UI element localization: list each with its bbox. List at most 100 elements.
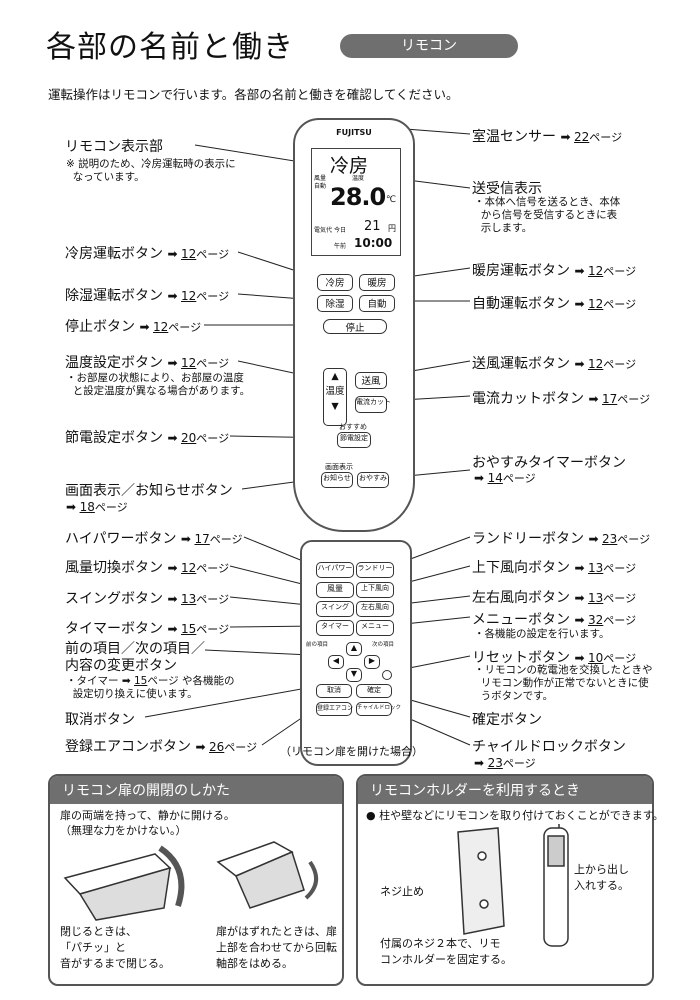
label-cancel-button: 取消ボタン	[65, 712, 135, 728]
label-cool-button: 冷房運転ボタン ➡ 12ページ	[65, 246, 230, 262]
label-sleep-button: おやすみタイマーボタン	[472, 455, 626, 471]
label-stop-button: 停止ボタン ➡ 12ページ	[65, 319, 202, 335]
remote-display: 冷房 風量自動 温度 28.0 ℃ 電気代 今日 21 円 午前 10:00	[311, 148, 401, 256]
label-confirm-button: 確定ボタン	[472, 712, 542, 728]
label-heat-button: 暖房運転ボタン ➡ 12ページ	[472, 263, 637, 279]
reset-button[interactable]	[382, 670, 392, 680]
note-item-buttons: ・タイマー ➡ 15ページ や各機能の 設定切り換えに使います。	[66, 675, 235, 700]
section-badge: リモコン	[340, 34, 518, 58]
display-small: 風量自動	[314, 175, 327, 190]
cancel-button[interactable]: 取消	[316, 684, 352, 698]
left-arrow-icon[interactable]: ◀	[328, 655, 344, 669]
display-mode: 冷房	[330, 155, 369, 177]
laundry-button[interactable]: ランドリー	[356, 562, 394, 578]
label-childlock-button: チャイルドロックボタン	[472, 739, 626, 755]
menu-button[interactable]: メニュー	[356, 620, 394, 636]
door-open-text: 扉の両端を持って、静かに開ける。（無理な力をかけない。）	[60, 809, 235, 837]
label-current-button: 電流カットボタン ➡ 17ページ	[472, 391, 651, 407]
notice-button[interactable]: お知らせ	[321, 472, 353, 488]
door-off-text: 扉がはずれたときは、扉上部を合わせてから回転軸部をはめる。	[216, 925, 337, 970]
display-set-label: 温度	[352, 175, 365, 182]
intro-text: 運転操作はリモコンで行います。各部の名前と働きを確認してください。	[48, 87, 459, 102]
bullet-icon: ●	[366, 809, 376, 822]
remote-in-holder-illustration	[543, 824, 569, 947]
holder-take-text: 上から出し入れする。	[574, 863, 629, 892]
dry-button[interactable]: 除湿	[317, 295, 353, 312]
cool-button[interactable]: 冷房	[317, 274, 353, 291]
display-power-label: 電気代 今日	[314, 227, 346, 234]
label-reset-button: リセットボタン ➡ 10ページ	[472, 650, 637, 666]
label-horizontal-button: 左右風向ボタン ➡ 13ページ	[472, 590, 637, 606]
display-power-value: 21	[364, 219, 381, 234]
vertical-direction-button[interactable]: 上下風向	[356, 582, 394, 598]
label-eco-button: 節電設定ボタン ➡ 20ページ	[65, 430, 230, 446]
label-menu-button: メニューボタン ➡ 32ページ	[472, 612, 637, 628]
display-temperature: 28.0	[330, 183, 386, 211]
fanspeed-button[interactable]: 風量	[316, 582, 354, 598]
remote-door-illustration-open	[63, 845, 185, 921]
holder-intro-text: ● 柱や壁などにリモコンを取り付けておくことができます。	[366, 809, 664, 822]
current-cut-button[interactable]: 電流カット	[355, 396, 391, 413]
auto-button[interactable]: 自動	[359, 295, 395, 312]
door-panel: リモコン扉の開閉のしかた 扉の両端を持って、静かに開ける。（無理な力をかけない。…	[48, 774, 344, 986]
down-arrow-icon[interactable]: ▼	[346, 668, 362, 682]
next-item-label: 次の項目	[372, 642, 395, 648]
ref-notice-button: ➡ 18ページ	[66, 500, 128, 514]
label-swing-button: スイングボタン ➡ 13ページ	[65, 591, 230, 607]
recommend-label: おすすめ	[339, 423, 367, 431]
note-reset-button: ・リモコンの乾電池を交換したときや リモコン動作が正常でないときに使 うボタンで…	[474, 664, 653, 702]
note-display-part: ※ 説明のため、冷房運転時の表示に なっています。	[66, 158, 236, 183]
register-button[interactable]: 登録エアコン	[316, 702, 353, 716]
display-unit: ℃	[386, 195, 397, 205]
label-item-buttons: 前の項目／次の項目／内容の変更ボタン	[65, 641, 205, 674]
label-laundry-button: ランドリーボタン ➡ 23ページ	[472, 531, 651, 547]
label-fanspeed-button: 風量切換ボタン ➡ 12ページ	[65, 560, 230, 576]
prev-item-label: 前の項目	[306, 642, 329, 648]
display-yen: 円	[388, 224, 396, 233]
note-temp-button: ・お部屋の状態により、お部屋の温度 と設定温度が異なる場合があります。	[66, 372, 251, 397]
temp-label: 温度	[325, 386, 345, 397]
label-temp-button: 温度設定ボタン ➡ 12ページ	[65, 355, 230, 371]
horizontal-direction-button[interactable]: 左右風向	[356, 601, 394, 617]
display-clock: 10:00	[354, 236, 393, 250]
remote-open-panel: ハイパワー ランドリー 風量 上下風向 スイング 左右風向 タイマー メニュー …	[300, 540, 412, 766]
door-panel-title: リモコン扉の開閉のしかた	[50, 776, 342, 804]
fan-button[interactable]: 送風	[355, 372, 387, 389]
label-auto-button: 自動運転ボタン ➡ 12ページ	[472, 296, 637, 312]
childlock-button[interactable]: チャイルドロック	[356, 702, 401, 716]
label-hipower-button: ハイパワーボタン ➡ 17ページ	[65, 531, 243, 547]
label-register-button: 登録エアコンボタン ➡ 26ページ	[65, 739, 258, 755]
stop-button[interactable]: 停止	[323, 319, 387, 334]
swing-button[interactable]: スイング	[316, 601, 354, 617]
timer-button[interactable]: タイマー	[316, 620, 354, 636]
page-title: 各部の名前と働き	[46, 30, 294, 65]
temp-down-icon[interactable]: ▼	[331, 401, 339, 412]
holder-panel: リモコンホルダーを利用するとき ● 柱や壁などにリモコンを取り付けておくことがで…	[356, 774, 664, 986]
screw-label: ネジ止め	[380, 885, 424, 898]
label-timer-button: タイマーボタン ➡ 15ページ	[65, 621, 230, 637]
display-clock-label: 午前	[334, 243, 347, 250]
up-arrow-icon[interactable]: ▲	[346, 642, 362, 656]
heat-button[interactable]: 暖房	[359, 274, 395, 291]
right-arrow-icon[interactable]: ▶	[364, 655, 380, 669]
holder-illustration	[457, 827, 505, 935]
label-notice-button: 画面表示／お知らせボタン	[65, 483, 233, 499]
temp-up-icon[interactable]: ▲	[331, 371, 339, 382]
opened-caption: （リモコン扉を開けた場合）	[280, 745, 423, 758]
label-fan-button: 送風運転ボタン ➡ 12ページ	[472, 356, 637, 372]
note-menu-button: ・各機能の設定を行います。	[474, 628, 610, 640]
temperature-buttons[interactable]: ▲ 温度 ▼	[323, 368, 347, 426]
label-sensor: 室温センサー ➡ 22ページ	[472, 129, 623, 145]
remote-door-illustration-close	[216, 841, 318, 909]
sleep-button[interactable]: おやすみ	[357, 472, 389, 488]
remote-control: FUJITSU 冷房 風量自動 温度 28.0 ℃ 電気代 今日 21 円 午前…	[293, 118, 415, 532]
holder-fix-text: 付属のネジ２本で、リモコンホルダーを固定する。	[380, 937, 512, 966]
hipower-button[interactable]: ハイパワー	[316, 562, 354, 578]
label-vertical-button: 上下風向ボタン ➡ 13ページ	[472, 560, 637, 576]
screen-display-label: 画面表示	[325, 463, 353, 471]
confirm-button[interactable]: 確定	[356, 684, 392, 698]
eco-button[interactable]: 節電設定	[337, 432, 371, 448]
label-transmit: 送受信表示	[472, 181, 542, 197]
brand-logo: FUJITSU	[336, 128, 372, 137]
door-close-text: 閉じるときは、「パチッ」と音がするまで閉じる。	[60, 925, 170, 970]
